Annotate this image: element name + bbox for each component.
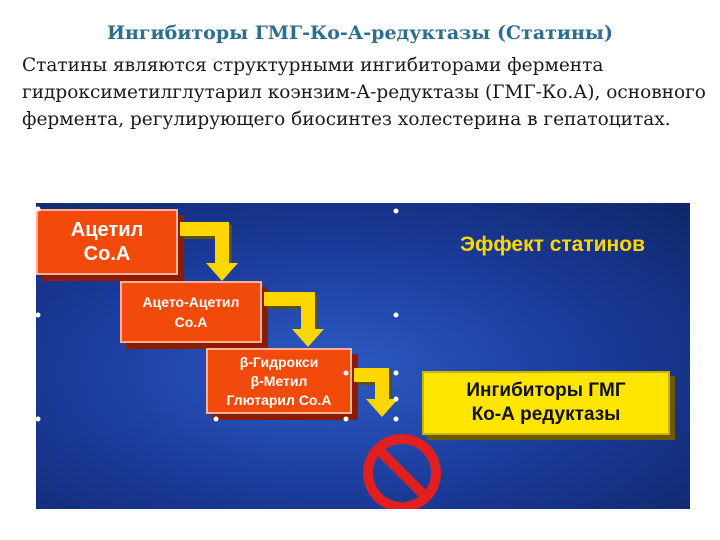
step-acetoacetyl-coa-line2: Co.A — [174, 314, 208, 330]
step-hmg-coa-line2: β-Метил — [250, 372, 308, 389]
page-title: Ингибиторы ГМГ-Ко-А-редуктазы (Статины) — [107, 22, 613, 44]
step-acetoacetyl-coa: Ацето-Ацетил Co.A — [120, 281, 262, 343]
no-sign-icon — [363, 434, 441, 509]
step-hmg-coa: β-Гидрокси β-Метил Глютарил Co.A — [206, 348, 352, 414]
diagram-arrows — [36, 206, 441, 509]
step-hmg-coa-line3: Глютарил Co.A — [226, 391, 332, 408]
bent-arrow-icon — [264, 292, 324, 347]
intro-paragraph: Статины являются структурными ингибитора… — [22, 55, 706, 130]
step-hmg-coa-line1: β-Гидрокси — [239, 353, 319, 370]
inhibitor-line1: Ингибиторы ГМГ — [466, 380, 626, 401]
inhibitor-line2: Ко-А редуктазы — [471, 404, 621, 425]
bent-arrow-icon — [180, 222, 238, 281]
statin-effect-label: Эффект статинов — [460, 233, 645, 256]
step-acetyl-coa-line2: Co.A — [83, 243, 131, 265]
hmg-coa-reductase-inhibitor-box: Ингибиторы ГМГ Ко-А редуктазы — [422, 371, 670, 435]
statin-effect-diagram: Ацетил Co.A Ацето-Ацетил Co.A β-Гидрокси… — [36, 203, 690, 509]
step-acetyl-coa: Ацетил Co.A — [36, 209, 178, 275]
step-acetyl-coa-line1: Ацетил — [70, 219, 144, 241]
bent-arrow-icon — [354, 368, 398, 417]
step-acetoacetyl-coa-line1: Ацето-Ацетил — [142, 294, 240, 310]
